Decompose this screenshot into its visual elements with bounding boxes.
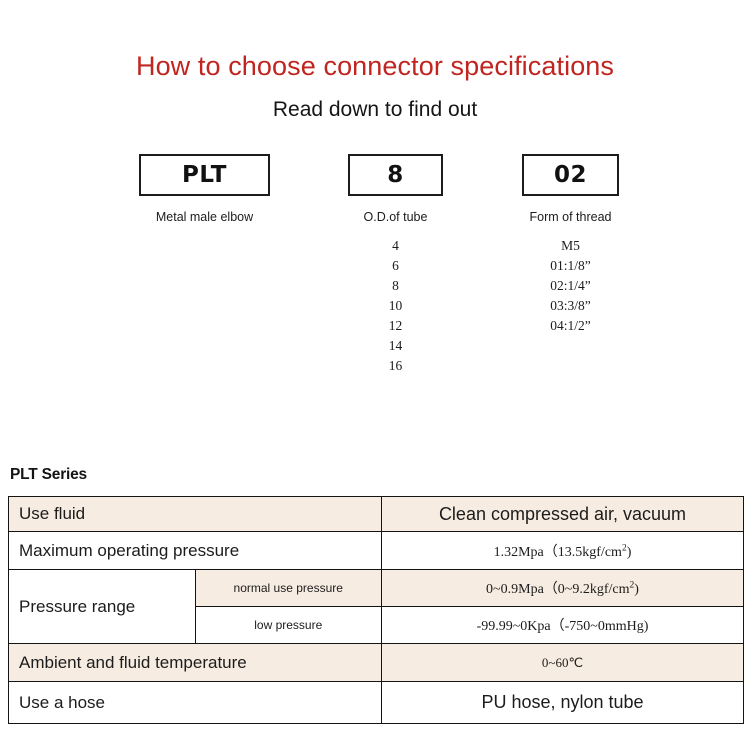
spec-value-use-fluid: Clean compressed air, vacuum <box>381 496 744 532</box>
part-number-breakdown: PLT Metal male elbow 8 O.D.of tube 4 6 8 10… <box>0 153 750 404</box>
code-box-series: PLT <box>139 153 270 196</box>
code-option: 03:3/8” <box>550 297 591 313</box>
series-heading: PLT Series <box>10 466 87 483</box>
code-box-thread-form: 02 <box>522 153 619 196</box>
page-subtitle: Read down to find out <box>272 97 478 121</box>
code-caption-series: Metal male elbow <box>155 209 254 224</box>
code-option: 14 <box>388 337 403 353</box>
code-option: 8 <box>392 277 399 293</box>
page-title: How to choose connector specifications <box>135 51 615 81</box>
spec-sublabel-normal-use-pressure: normal use pressure <box>194 569 382 607</box>
table-row: Maximum operating pressure 1.32Mpa（13.5k… <box>8 531 744 570</box>
spec-label-temperature: Ambient and fluid temperature <box>8 643 382 682</box>
table-row: Pressure range normal use pressure 0~0.9… <box>8 569 744 644</box>
code-column-series: PLT Metal male elbow <box>139 153 270 236</box>
code-option: 4 <box>392 237 399 253</box>
spec-value-max-pressure-main: 1.32Mpa（13.5kgf/cm <box>493 544 622 560</box>
spec-value-hose: PU hose, nylon tube <box>381 681 744 724</box>
table-row: Use a hose PU hose, nylon tube <box>8 681 744 724</box>
code-option: 02:1/4” <box>550 277 591 293</box>
code-option: 12 <box>388 317 403 333</box>
spec-label-pressure-range: Pressure range <box>8 569 196 644</box>
spec-label-hose: Use a hose <box>8 681 382 724</box>
spec-value-low-pressure: -99.99~0Kpa（-750~0mmHg) <box>381 606 744 644</box>
code-option: 10 <box>388 297 403 313</box>
code-caption-tube-od: O.D.of tube <box>363 209 428 224</box>
spec-value-normal-sup: 2 <box>629 580 635 591</box>
code-column-thread-form: 02 Form of thread M5 01:1/8” 02:1/4” 03:3/8… <box>522 153 619 336</box>
code-option: 04:1/2” <box>550 317 591 333</box>
spec-value-max-pressure-sup: 2 <box>621 542 627 553</box>
page-header: How to choose connector specifications R… <box>0 0 750 122</box>
table-row: Ambient and fluid temperature 0~60℃ <box>8 643 744 682</box>
code-box-series-value: PLT <box>182 161 227 188</box>
spec-value-max-pressure: 1.32Mpa（13.5kgf/cm2) <box>381 531 744 570</box>
code-option: M5 <box>561 237 580 253</box>
code-option: 16 <box>388 357 403 373</box>
code-option: 01:1/8” <box>550 257 591 273</box>
spec-label-max-pressure: Maximum operating pressure <box>8 531 382 570</box>
table-row: Use fluid Clean compressed air, vacuum <box>8 496 744 532</box>
code-box-tube-od: 8 <box>348 153 443 196</box>
code-column-tube-od: 8 O.D.of tube 4 6 8 10 12 14 16 <box>348 153 443 376</box>
code-option: 6 <box>392 257 399 273</box>
spec-value-normal-use-pressure: 0~0.9Mpa（0~9.2kgf/cm2) <box>381 569 744 607</box>
spec-value-temperature: 0~60℃ <box>381 643 744 682</box>
code-caption-thread-form: Form of thread <box>529 209 612 224</box>
specification-table: Use fluid Clean compressed air, vacuum M… <box>8 496 744 724</box>
spec-value-normal-tail: ) <box>634 582 639 597</box>
code-box-thread-form-value: 02 <box>553 161 587 188</box>
code-options-tube-od: 4 6 8 10 12 14 16 <box>348 224 443 376</box>
spec-value-normal-main: 0~0.9Mpa（0~9.2kgf/cm <box>486 582 630 597</box>
spec-value-max-pressure-tail: ) <box>626 544 632 560</box>
spec-sublabel-low-pressure: low pressure <box>194 606 382 644</box>
code-box-tube-od-value: 8 <box>387 161 404 188</box>
code-options-thread-form: M5 01:1/8” 02:1/4” 03:3/8” 04:1/2” <box>522 224 619 336</box>
code-options-series <box>139 224 270 236</box>
spec-label-use-fluid: Use fluid <box>8 496 382 532</box>
